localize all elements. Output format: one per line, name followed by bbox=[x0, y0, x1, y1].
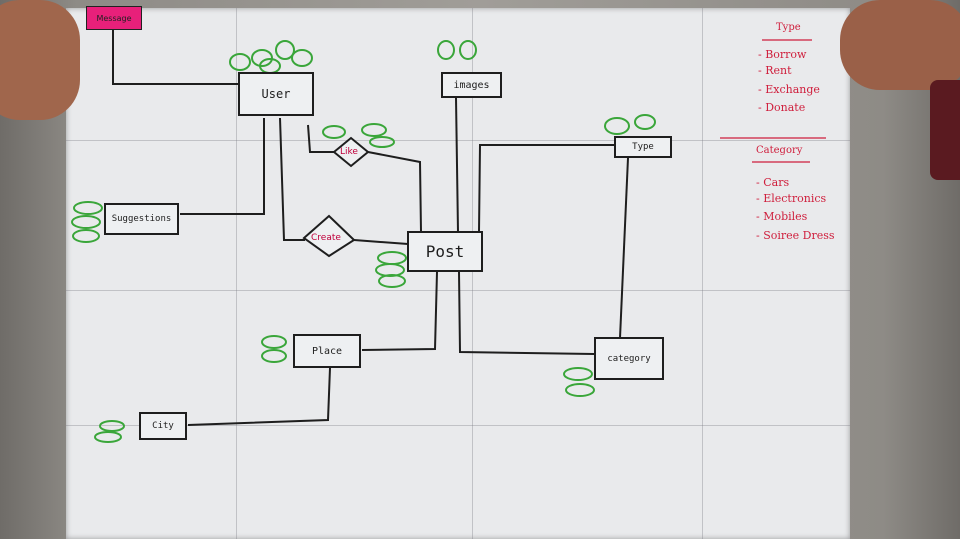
attribute-oval bbox=[369, 136, 395, 148]
attribute-oval bbox=[71, 215, 101, 229]
attribute-oval bbox=[72, 229, 100, 243]
attribute-oval bbox=[377, 251, 407, 265]
like-diamond bbox=[332, 136, 370, 168]
connector-type-category bbox=[619, 157, 629, 339]
left-hand bbox=[0, 0, 80, 120]
connector-user-like bbox=[307, 124, 334, 153]
sidebar-type-item: - Rent bbox=[758, 64, 792, 77]
entity-city: City bbox=[139, 412, 187, 440]
attribute-oval bbox=[378, 274, 406, 288]
sidebar-type-heading: Type bbox=[776, 22, 801, 33]
right-hand bbox=[840, 0, 960, 90]
connector-post-category bbox=[458, 271, 595, 355]
attribute-oval bbox=[261, 335, 287, 349]
paper-fold bbox=[66, 425, 850, 426]
attribute-oval bbox=[73, 201, 103, 215]
attribute-oval bbox=[604, 117, 630, 135]
create-diamond bbox=[302, 214, 356, 258]
attribute-oval bbox=[459, 40, 477, 60]
paper-fold bbox=[472, 8, 473, 539]
entity-suggestions: Suggestions bbox=[104, 203, 179, 235]
connector-images-post bbox=[455, 97, 459, 233]
relation-create: Create bbox=[311, 233, 341, 243]
connector-user-create bbox=[279, 117, 305, 241]
sidebar-type-item: - Donate bbox=[758, 101, 806, 114]
connector-like-post bbox=[367, 151, 422, 233]
sidebar-category-item: - Electronics bbox=[756, 192, 827, 205]
sidebar-category-heading: Category bbox=[756, 145, 803, 156]
entity-images: images bbox=[441, 72, 502, 98]
attribute-oval bbox=[634, 114, 656, 130]
sleeve bbox=[930, 80, 960, 180]
sidebar-category-item: - Soiree Dress bbox=[756, 229, 835, 242]
paper-fold bbox=[702, 8, 703, 539]
attribute-oval bbox=[437, 40, 455, 60]
attribute-oval bbox=[94, 431, 122, 443]
sidebar-category-item: - Cars bbox=[756, 176, 790, 189]
attribute-oval bbox=[322, 125, 346, 139]
connector-suggestions-user bbox=[180, 118, 265, 215]
entity-user: User bbox=[238, 72, 314, 116]
message-note: Message bbox=[86, 6, 142, 30]
attribute-oval bbox=[261, 349, 287, 363]
sidebar-category-item: - Mobiles bbox=[756, 210, 808, 223]
connector-place-city bbox=[187, 367, 331, 426]
paper-fold bbox=[236, 8, 237, 539]
entity-type: Type bbox=[614, 136, 672, 158]
attribute-oval bbox=[291, 49, 313, 67]
attribute-oval bbox=[563, 367, 593, 381]
entity-category: category bbox=[594, 337, 664, 380]
connector-create-post bbox=[353, 239, 409, 245]
sidebar-type-item: - Exchange bbox=[758, 83, 820, 96]
attribute-oval bbox=[251, 49, 273, 67]
attribute-oval bbox=[229, 53, 251, 71]
attribute-oval bbox=[565, 383, 595, 397]
attribute-oval bbox=[99, 420, 125, 432]
attribute-oval bbox=[361, 123, 387, 137]
paper-fold bbox=[66, 290, 850, 291]
connector-message-user bbox=[112, 28, 240, 85]
sidebar-type-item: - Borrow bbox=[758, 48, 807, 61]
attribute-oval bbox=[275, 40, 295, 60]
entity-post: Post bbox=[407, 231, 483, 272]
relation-like: Like bbox=[340, 147, 358, 157]
paper-fold bbox=[66, 140, 850, 141]
connector-post-place bbox=[361, 271, 438, 351]
entity-place: Place bbox=[293, 334, 361, 368]
connector-type-post bbox=[478, 144, 615, 233]
